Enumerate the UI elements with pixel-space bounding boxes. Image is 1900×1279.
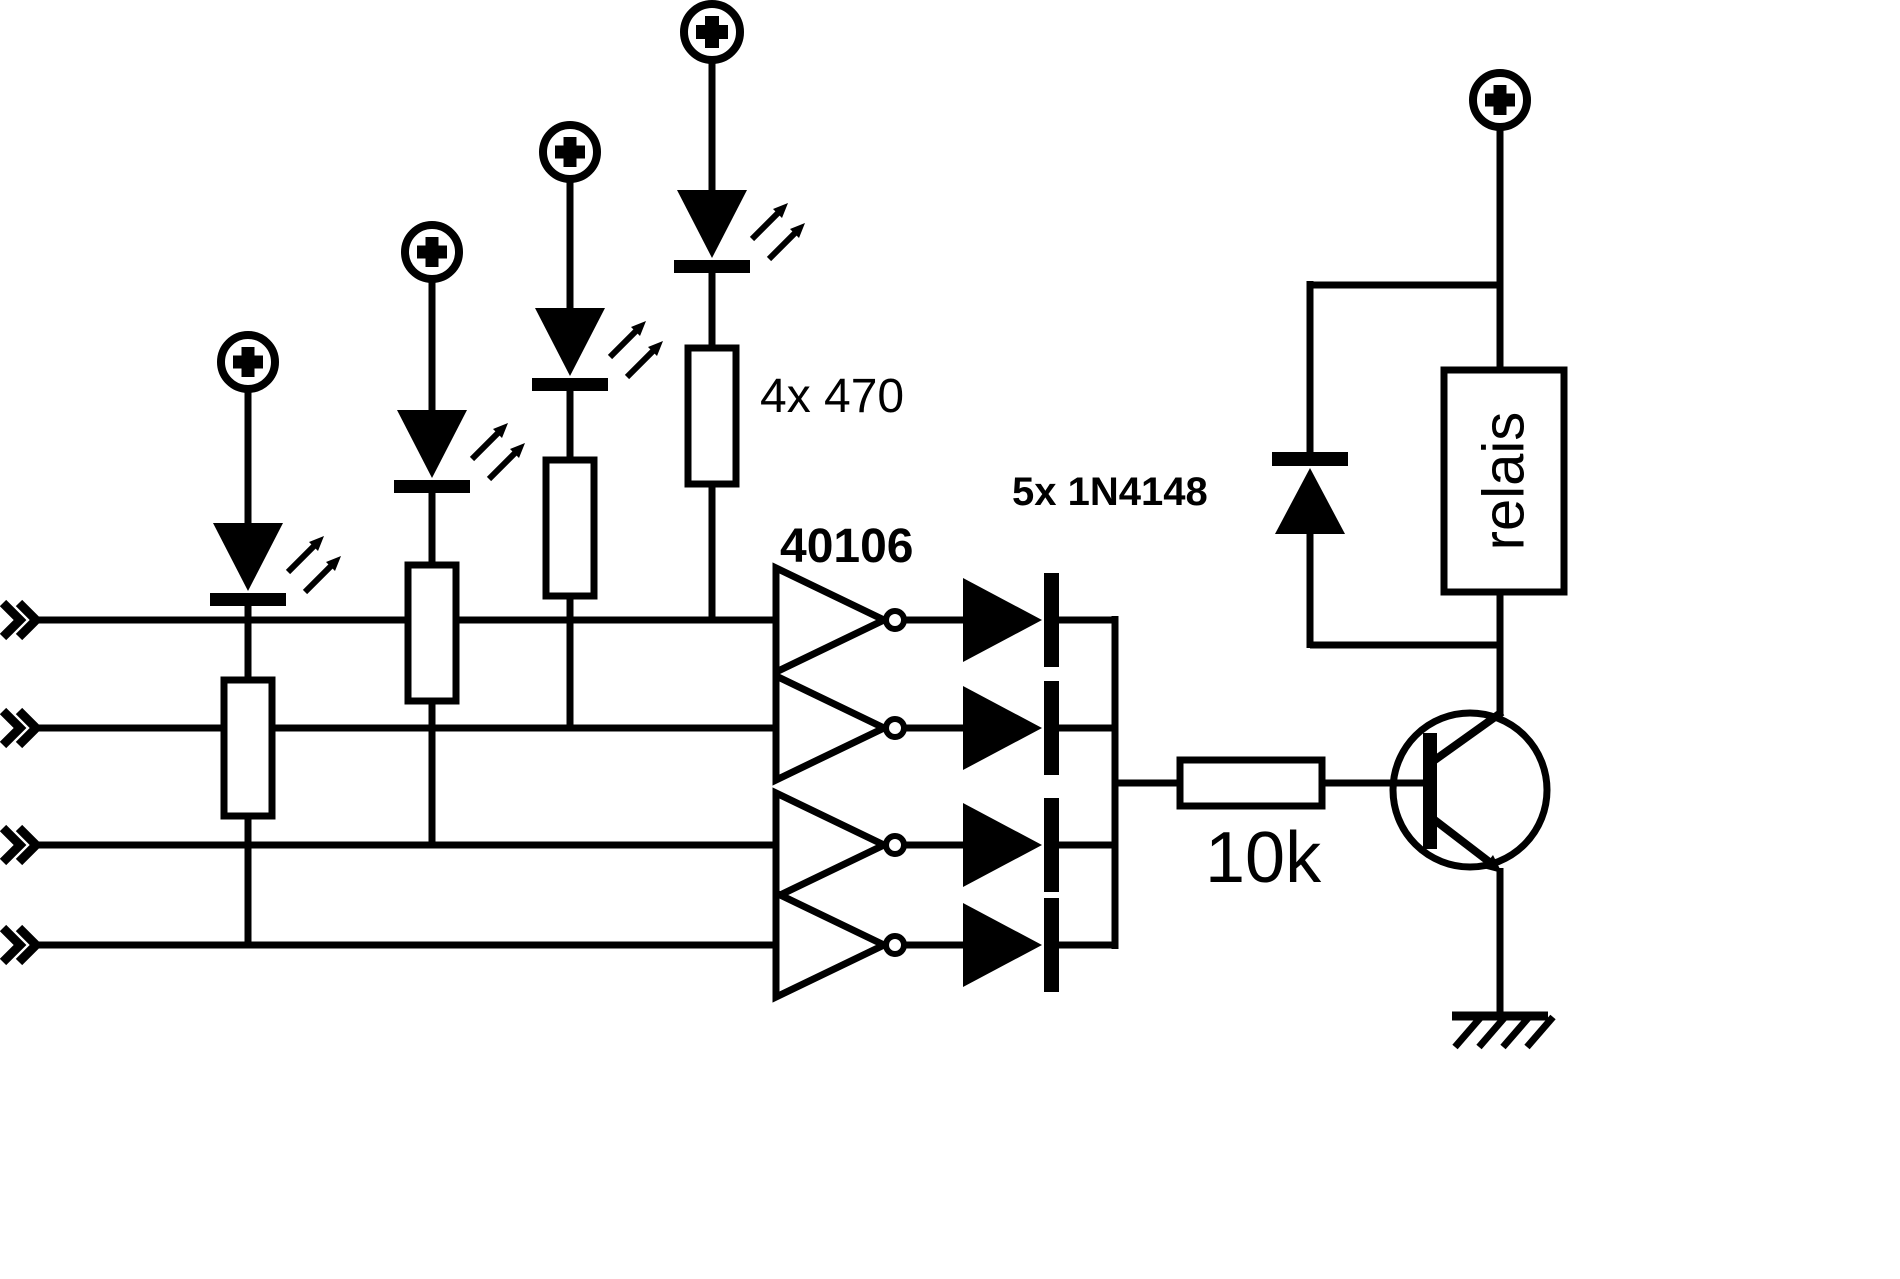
diode-icon: [963, 573, 1118, 667]
led-with-emission-arrows-icon: [394, 410, 525, 493]
transistor-collector: [1429, 708, 1505, 766]
labels: 4x 470 40106 5x 1N4148: [760, 370, 1208, 573]
led-with-emission-arrows-icon: [532, 308, 663, 391]
transistor-emitter: [1429, 814, 1495, 868]
inverter-triangle-icon: [772, 787, 963, 903]
npn-transistor-icon: [1389, 590, 1551, 1018]
input-lines: [0, 599, 778, 966]
inverter-bank: [772, 562, 963, 1003]
inverter-triangle-icon: [772, 670, 963, 786]
diode-icon: [963, 898, 1118, 992]
inverter-triangle-icon: [772, 887, 963, 1003]
led-branch-1: [210, 331, 341, 948]
led-branch-2: [394, 221, 525, 848]
flyback-diode-group: [1272, 281, 1500, 649]
double-chevron-input-icon: [0, 924, 43, 966]
hatched-ground-icon: [1452, 1011, 1556, 1050]
box-resistor-icon: [1176, 756, 1326, 810]
base-resistor-group: 10k: [1112, 756, 1430, 898]
diode-icon: [963, 681, 1118, 775]
diode-icon: [1272, 452, 1348, 534]
inverter-ic-label: 40106: [780, 520, 913, 573]
led-with-emission-arrows-icon: [674, 190, 805, 273]
diode-icon: [963, 798, 1118, 892]
led-resistors-label: 4x 470: [760, 370, 904, 423]
base-resistor-label: 10k: [1205, 818, 1322, 898]
relay: relais: [1440, 366, 1568, 596]
relay-box: [1440, 366, 1568, 596]
double-chevron-input-icon: [0, 599, 43, 641]
led-branch-4: [674, 0, 805, 623]
double-chevron-input-icon: [0, 707, 43, 749]
relay-supply: [1469, 69, 1531, 372]
box-resistor-icon: [404, 561, 460, 705]
led-branch-3: [532, 121, 663, 731]
box-resistor-icon: [684, 344, 740, 488]
relay-label: relais: [1472, 412, 1537, 551]
box-resistor-icon: [220, 676, 276, 820]
box-resistor-icon: [542, 456, 598, 600]
diode-bank: [963, 573, 1119, 992]
inverter-triangle-icon: [772, 562, 963, 678]
led-with-emission-arrows-icon: [210, 523, 341, 606]
double-chevron-input-icon: [0, 824, 43, 866]
diode-group-label: 5x 1N4148: [1012, 470, 1208, 514]
